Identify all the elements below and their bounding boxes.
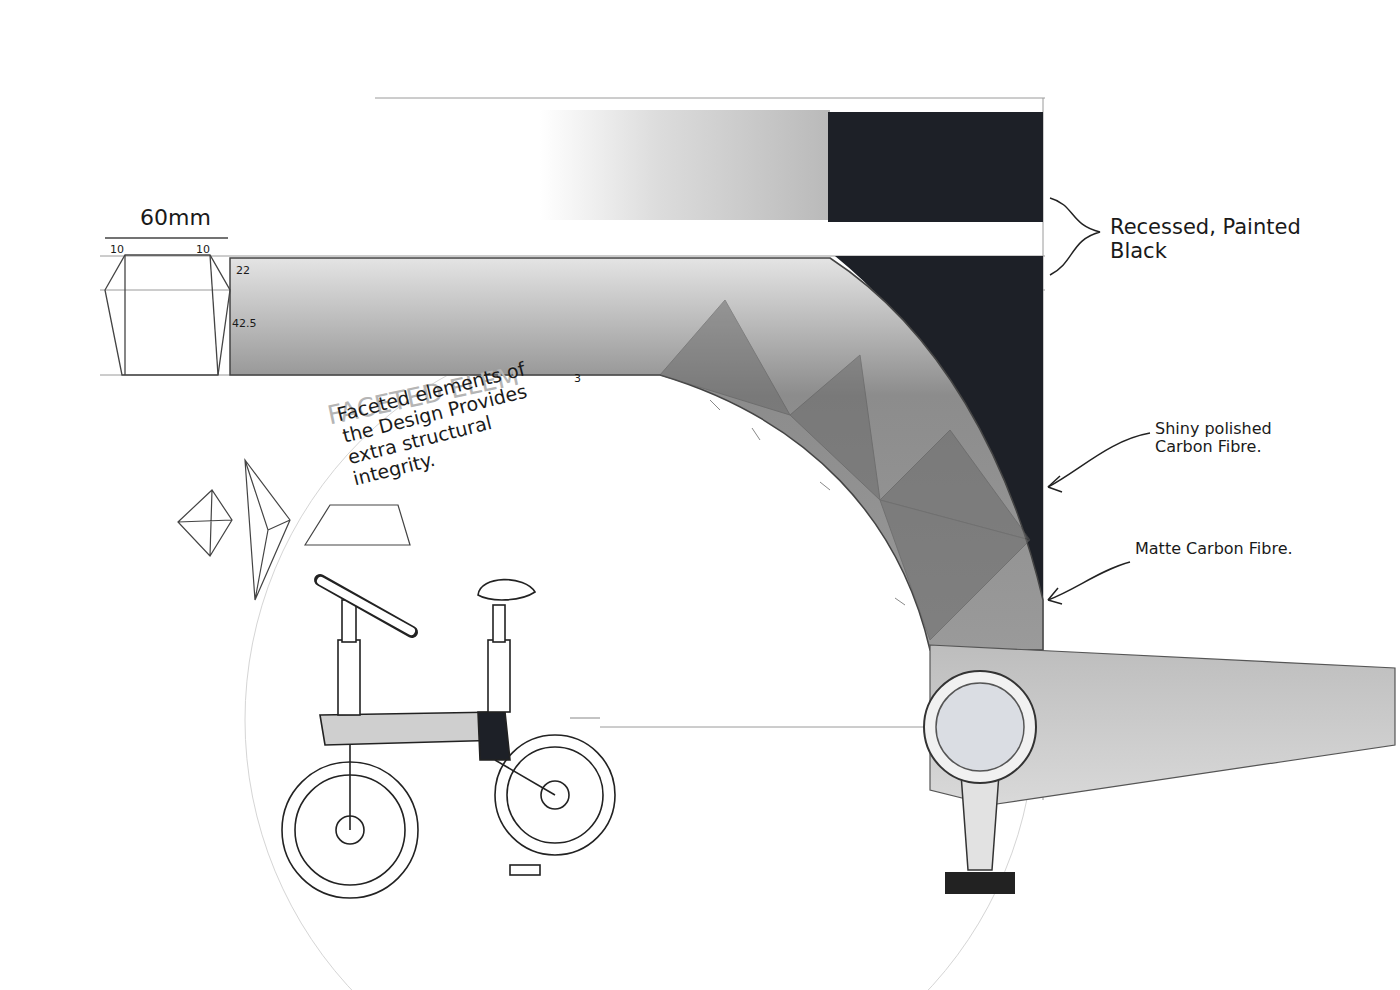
dimension: 10: [110, 244, 124, 257]
material-callout: Shiny polished Carbon Fibre.: [1155, 420, 1305, 457]
callout-number: 3: [574, 373, 581, 386]
dimension: 60mm: [140, 205, 211, 230]
dimension: 22: [236, 265, 250, 278]
material-callout: Recessed, Painted Black: [1110, 215, 1350, 263]
material-callout: Matte Carbon Fibre.: [1135, 540, 1355, 558]
design-note: Faceted elements of the Design Provides …: [335, 354, 560, 490]
dimension: 10: [196, 244, 210, 257]
dimension: 42.5: [232, 318, 257, 331]
